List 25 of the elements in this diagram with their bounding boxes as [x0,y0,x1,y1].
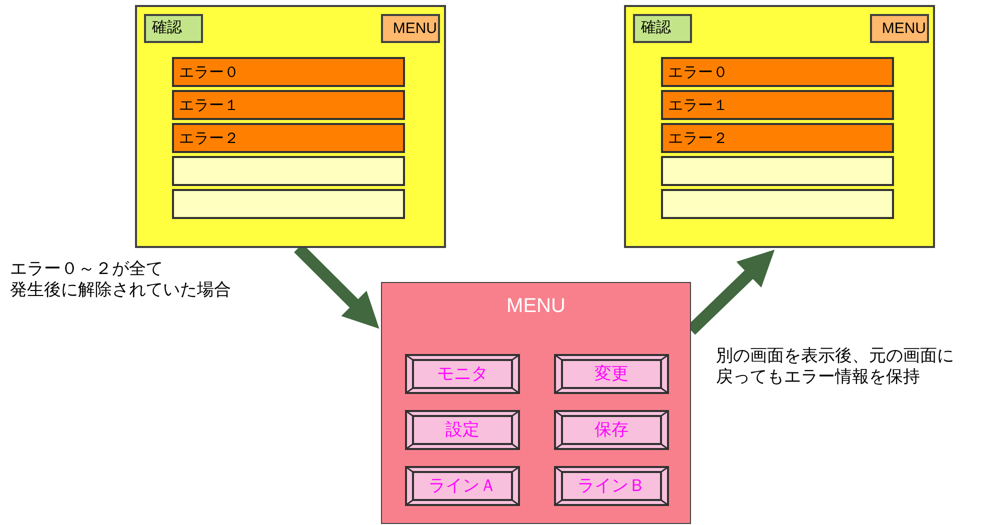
confirm-button: 確認 [633,14,692,43]
menu-panel [381,282,691,524]
error-row: エラー２ [661,123,894,153]
menu-button: ラインＢ [554,466,669,506]
menu-button: 保存 [554,410,669,450]
menu-button: ラインＡ [405,466,520,506]
edge-label: 別の画面を表示後、元の画面に戻ってもエラー情報を保持 [716,346,954,388]
panel-title: MENU [506,295,566,318]
menu-button: モニタ [405,354,520,394]
menu-button: MENU [381,14,440,43]
empty-row [172,156,405,186]
error-row: エラー０ [172,57,405,87]
screen-panel [135,5,446,248]
menu-button: 変更 [554,354,669,394]
empty-row [172,189,405,219]
empty-row [661,156,894,186]
screen-panel [624,5,935,248]
confirm-button: 確認 [144,14,203,43]
error-row: エラー２ [172,123,405,153]
error-row: エラー１ [661,90,894,120]
error-row: エラー１ [172,90,405,120]
error-row: エラー０ [661,57,894,87]
empty-row [661,189,894,219]
menu-button: 設定 [405,410,520,450]
menu-button: MENU [870,14,929,43]
